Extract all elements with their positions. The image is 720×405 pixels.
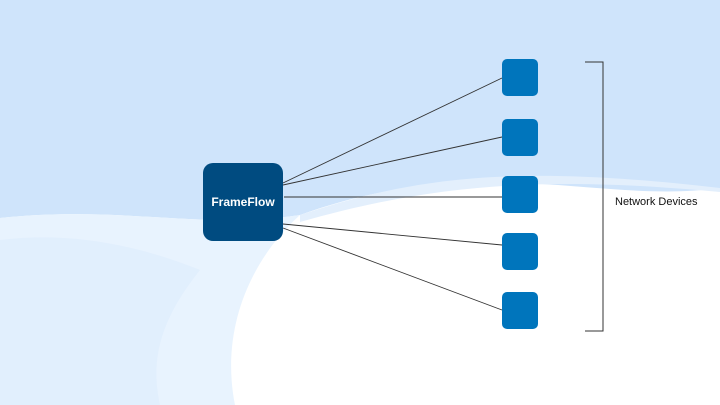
network-devices-label: Network Devices [615,196,698,208]
frameflow-label: FrameFlow [211,195,275,209]
connection-line-4 [282,223,503,246]
network-device-3 [502,176,538,213]
network-device-1 [502,59,538,96]
frameflow-node: FrameFlow [203,163,283,241]
network-device-4 [502,233,538,270]
bracket [585,61,604,332]
connection-line-2 [282,136,503,186]
network-device-2 [502,119,538,156]
connection-lines [282,77,503,311]
connection-line-1 [282,77,503,184]
connection-line-5 [282,227,503,311]
network-device-5 [502,292,538,329]
